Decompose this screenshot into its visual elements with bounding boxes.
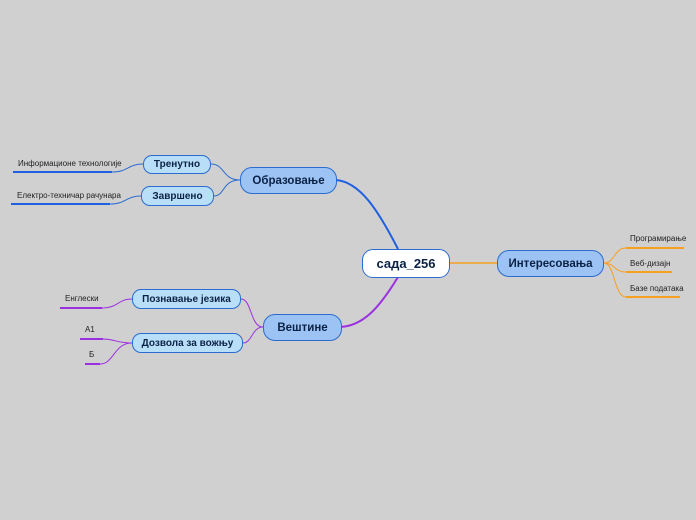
- connector-license-a1: [102, 338, 133, 344]
- node-interests-label: Интересовања: [508, 257, 593, 270]
- node-education[interactable]: Образовање: [240, 167, 337, 194]
- node-education-label: Образовање: [252, 174, 325, 187]
- connector-language-leaf: [101, 298, 133, 309]
- leaf-a1[interactable]: A1: [85, 325, 95, 334]
- node-completed[interactable]: Завршено: [141, 186, 214, 206]
- connector-skills-license: [242, 326, 264, 344]
- node-completed-label: Завршено: [152, 190, 203, 202]
- node-license-label: Дозвола за вожњу: [141, 337, 234, 349]
- leaf-b[interactable]: Б: [89, 350, 95, 359]
- connector-central-education: [335, 179, 399, 250]
- connector-current-leaf: [111, 163, 144, 173]
- connector-education-completed: [213, 179, 241, 197]
- node-interests[interactable]: Интересовања: [497, 250, 604, 277]
- leaf-english[interactable]: Енглески: [65, 294, 99, 303]
- node-skills-label: Вештине: [277, 321, 328, 334]
- central-node-label: сада_256: [376, 256, 436, 271]
- leaf-programming[interactable]: Програмирање: [630, 234, 687, 243]
- connector-interests-programming: [603, 247, 627, 264]
- connector-education-current: [210, 163, 241, 181]
- node-language[interactable]: Познавање језика: [132, 289, 241, 309]
- node-language-label: Познавање језика: [142, 293, 231, 305]
- leaf-electro[interactable]: Електро-техничар рачунара: [17, 191, 121, 200]
- node-current[interactable]: Тренутно: [143, 155, 211, 174]
- connector-central-skills: [339, 276, 399, 328]
- connector-interests-databases: [603, 262, 627, 298]
- node-license[interactable]: Дозвола за вожњу: [132, 333, 243, 353]
- central-node[interactable]: сада_256: [362, 249, 450, 278]
- connector-license-b: [99, 342, 133, 365]
- node-skills[interactable]: Вештине: [263, 314, 342, 341]
- leaf-webdesign[interactable]: Веб-дизајн: [630, 259, 671, 268]
- node-current-label: Тренутно: [153, 159, 201, 170]
- leaf-it[interactable]: Информационе технологије: [18, 159, 122, 168]
- connector-skills-language: [240, 298, 264, 328]
- leaf-databases[interactable]: Базе података: [630, 284, 684, 293]
- connector-completed-leaf: [109, 195, 142, 205]
